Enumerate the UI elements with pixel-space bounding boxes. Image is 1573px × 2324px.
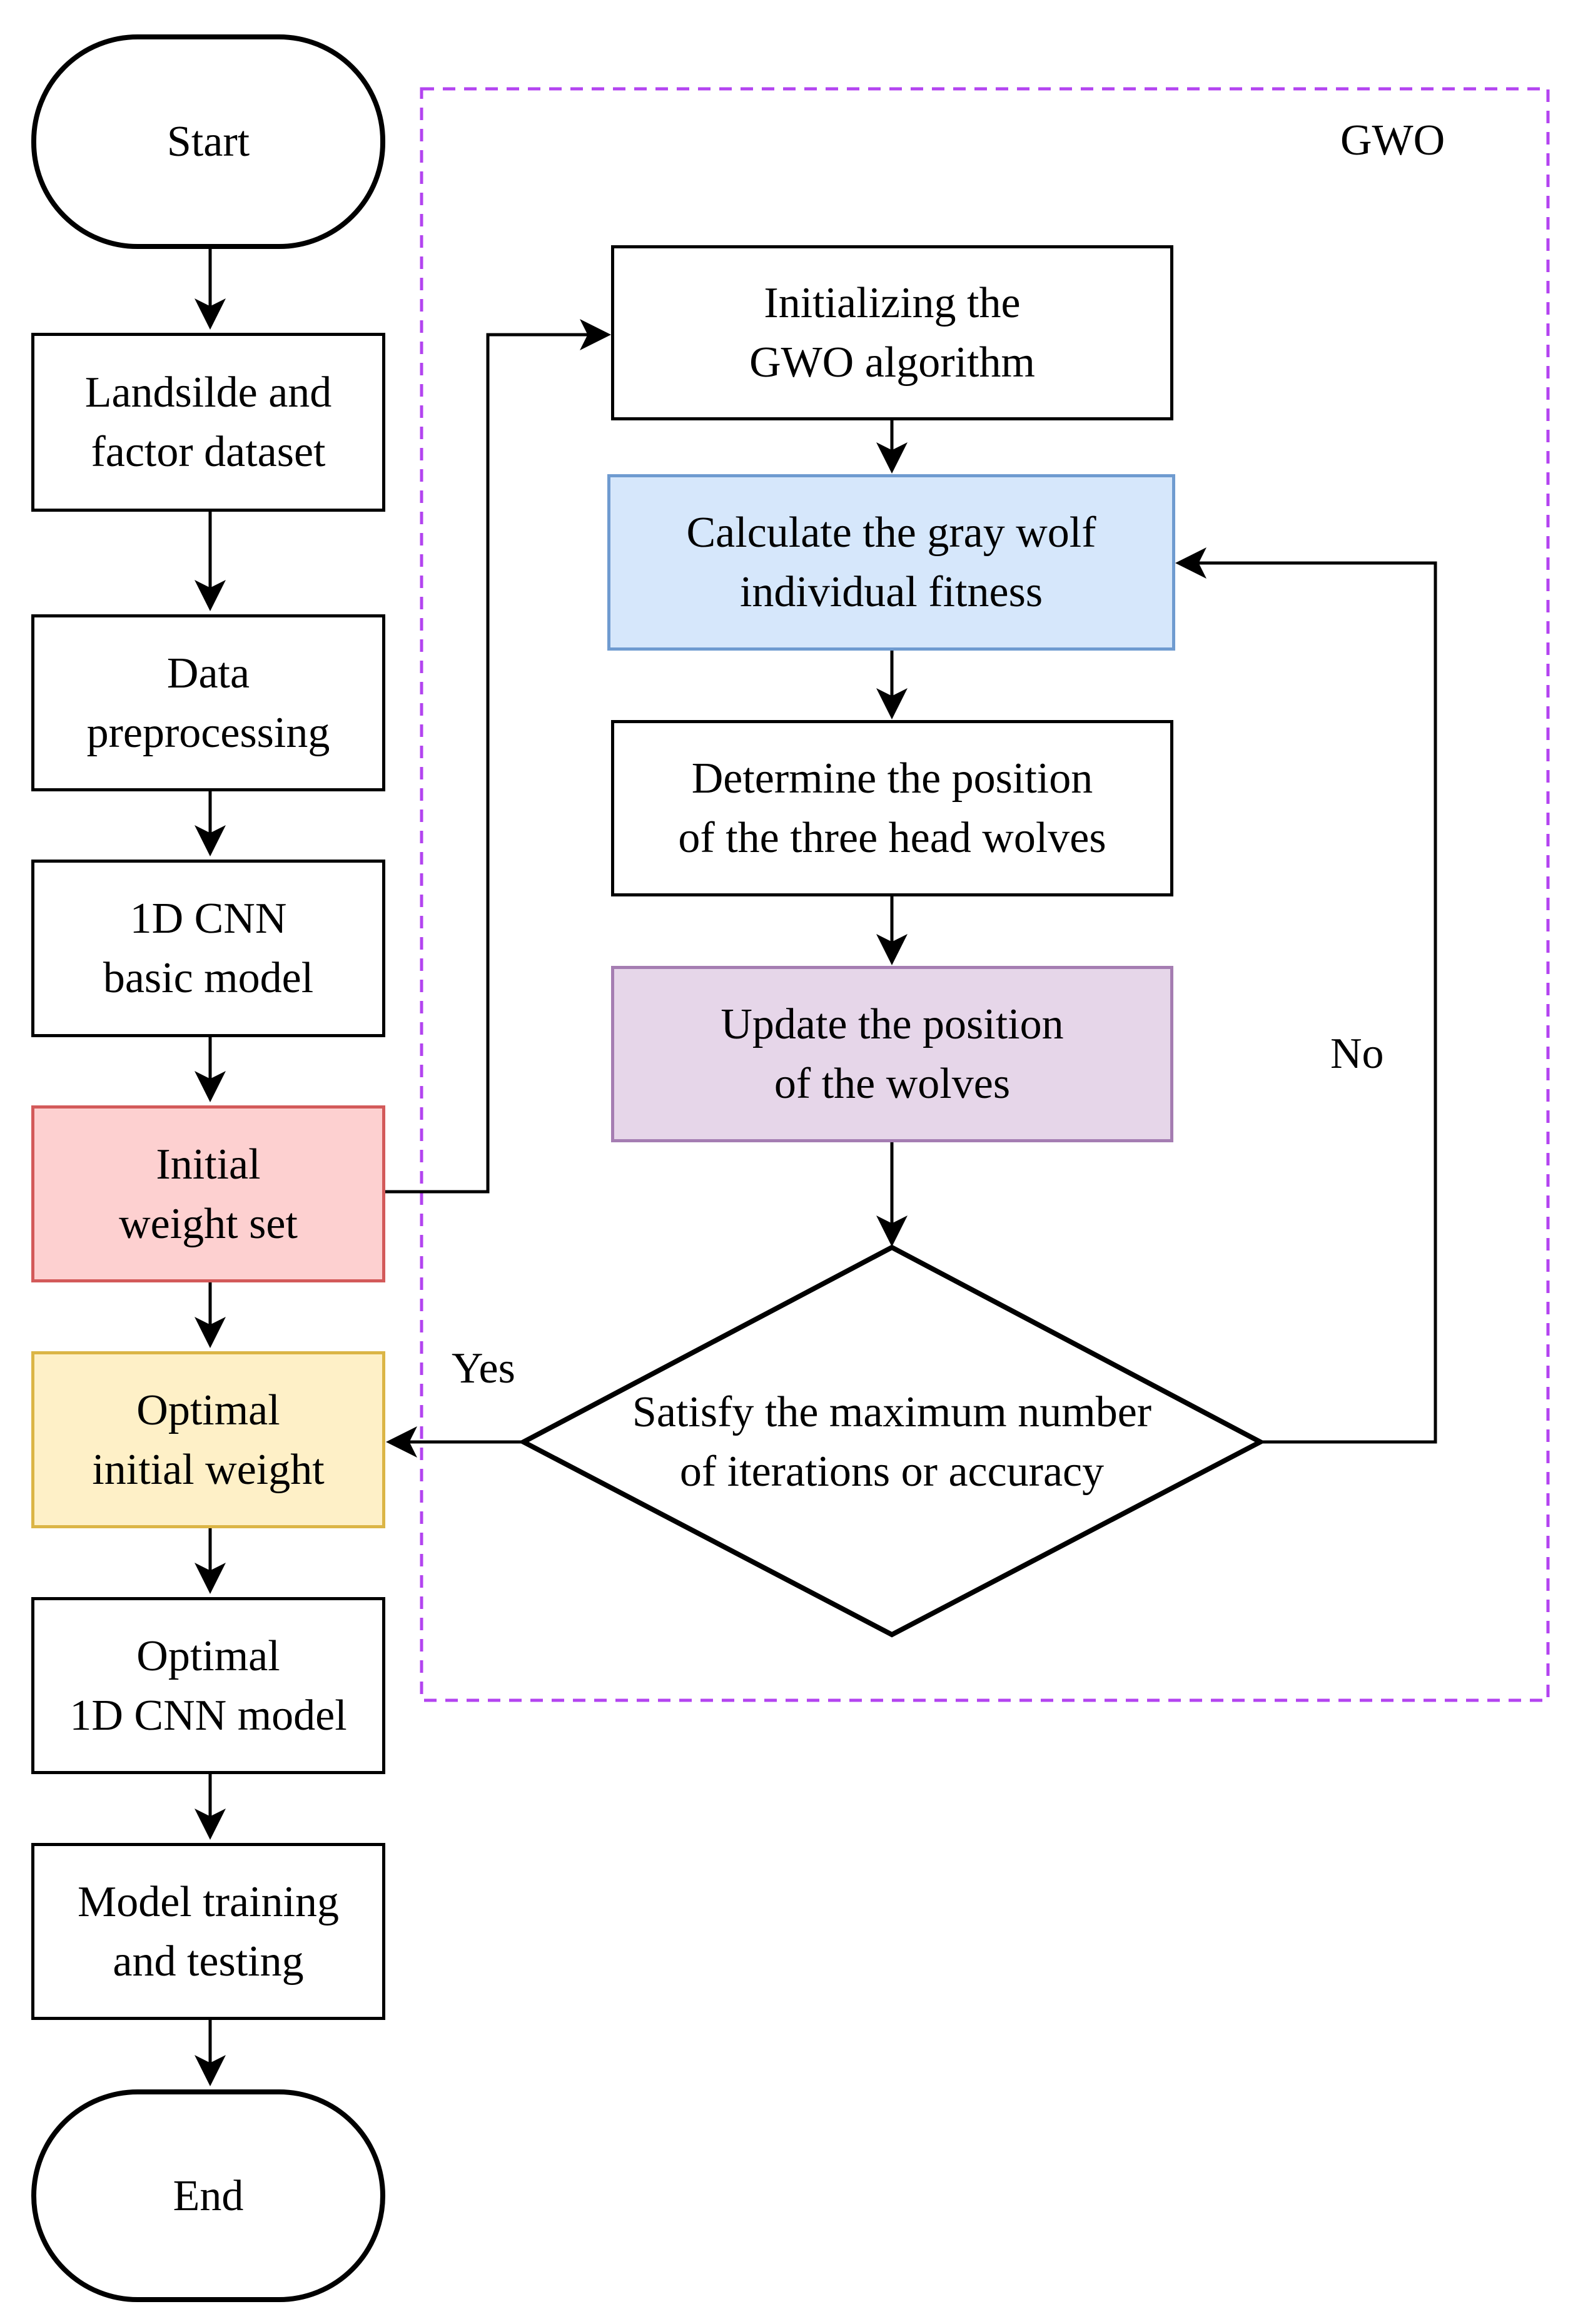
gwo-group-label: GWO	[1340, 116, 1445, 165]
optimal-model-node: Optimal 1D CNN model	[31, 1597, 385, 1774]
decision-label: Satisfy the maximum number of iterations…	[632, 1388, 1152, 1496]
preprocessing-node: Data preprocessing	[31, 614, 385, 791]
dataset-node: Landsilde and factor dataset	[31, 333, 385, 512]
init-gwo-node: Initializing the GWO algorithm	[611, 245, 1173, 420]
initial-weight-node: Initial weight set	[31, 1105, 385, 1282]
end-node: End	[31, 2089, 385, 2302]
head-wolves-node: Determine the position of the three head…	[611, 720, 1173, 896]
basic-model-node: 1D CNN basic model	[31, 860, 385, 1037]
arrow-initial-weight-to-init-gwo	[385, 319, 611, 1194]
gwo-group-border	[420, 87, 1550, 1702]
optimal-weight-node: Optimal initial weight	[31, 1351, 385, 1528]
start-node: Start	[31, 34, 385, 249]
fitness-node: Calculate the gray wolf individual fitne…	[607, 474, 1175, 651]
training-node: Model training and testing	[31, 1843, 385, 2020]
arrow-decision-no-to-fitness	[1175, 547, 1437, 1444]
no-label: No	[1330, 1030, 1384, 1078]
decision-diamond	[518, 1244, 1266, 1638]
yes-label: Yes	[452, 1344, 515, 1393]
update-position-node: Update the position of the wolves	[611, 966, 1173, 1142]
